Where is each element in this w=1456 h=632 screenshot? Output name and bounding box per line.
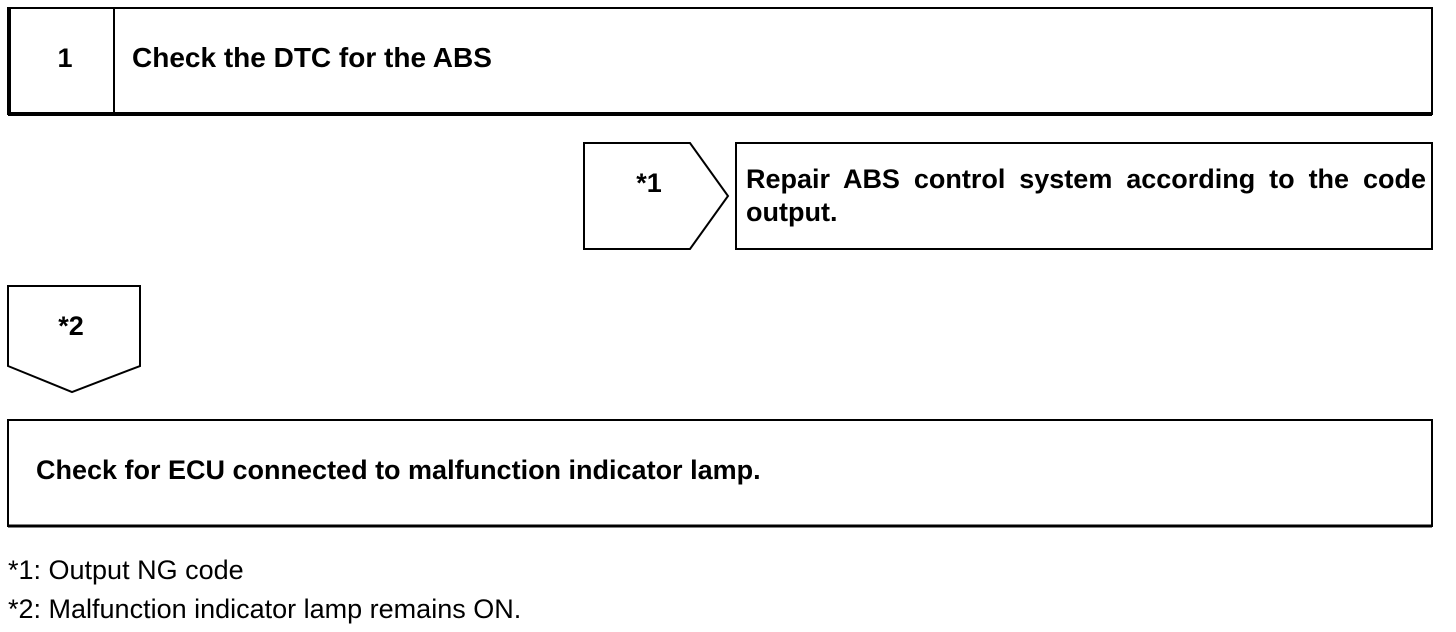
ok-branch-tag: *2: [58, 311, 84, 341]
ok-arrow-shape: [7, 285, 141, 394]
step-number: 1: [57, 43, 73, 73]
footnote-2: *2: Malfunction indicator lamp remains O…: [8, 594, 522, 624]
step-title: Check the DTC for the ABS: [132, 42, 492, 73]
repair-action-text: Repair ABS control system according to t…: [746, 164, 1426, 227]
repair-box: [735, 142, 1433, 250]
ng-arrow-shape: [583, 142, 730, 250]
footnote-1: *1: Output NG code: [8, 555, 244, 585]
ng-branch-tag: *1: [636, 168, 662, 198]
next-step-text: Check for ECU connected to malfunction i…: [36, 455, 761, 485]
